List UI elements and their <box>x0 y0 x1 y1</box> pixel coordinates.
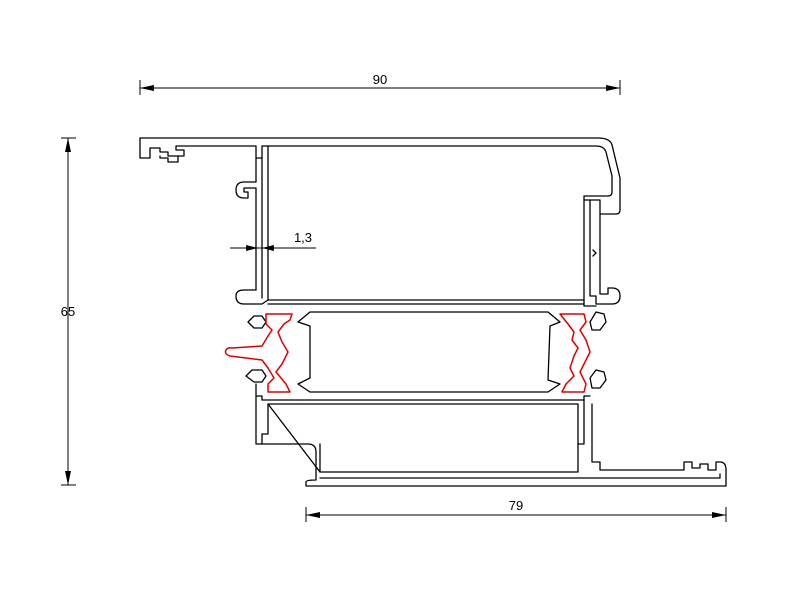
bottom-width-label: 79 <box>509 498 523 513</box>
top-width-dimension: 90 <box>139 72 621 95</box>
wall-thickness-label: 1,3 <box>294 230 312 245</box>
right-gasket <box>559 313 591 393</box>
wall-thickness-dimension: 1,3 <box>230 230 316 251</box>
upper-profile-outline <box>139 137 621 307</box>
bottom-width-dimension: 79 <box>305 498 727 522</box>
top-width-label: 90 <box>373 72 387 87</box>
height-label: 65 <box>61 304 75 319</box>
lower-profile-outline <box>255 383 727 487</box>
middle-chamber-outline <box>245 311 607 393</box>
height-dimension: 65 <box>61 137 76 486</box>
left-gasket <box>224 313 293 393</box>
